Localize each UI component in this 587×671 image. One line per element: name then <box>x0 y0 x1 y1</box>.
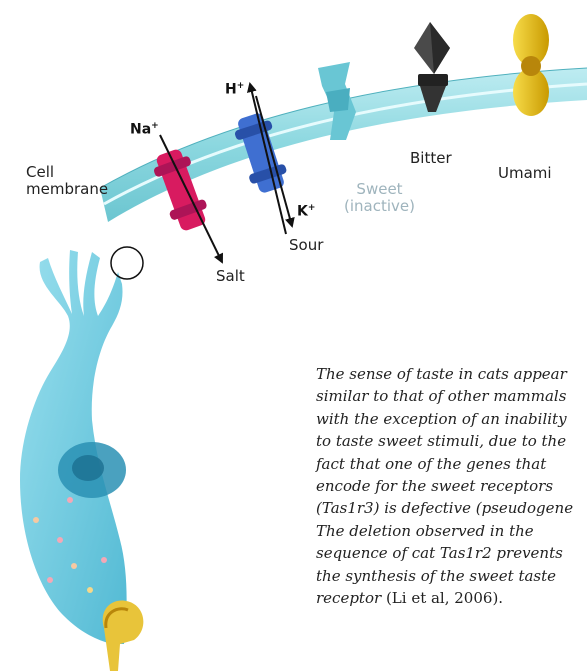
caption-line-11: receptor (Li et al, 2006). <box>316 587 587 609</box>
sweet-label-line1: Sweet <box>344 181 415 198</box>
caption-last-italic: receptor <box>316 589 381 607</box>
caption-line-4: to taste sweet stimuli, due to the <box>316 430 587 452</box>
caption-line-2: similar to that of other mammals <box>316 385 587 407</box>
umami-label: Umami <box>498 165 552 182</box>
caption-line-5: fact that one of the genes that <box>316 453 587 475</box>
microvillus-highlight-circle <box>111 247 143 279</box>
salt-label: Salt <box>216 268 245 285</box>
k-ion-label: K+ <box>297 203 315 220</box>
umami-receptor <box>513 14 549 116</box>
caption-line-10: the synthesis of the sweet taste <box>316 565 587 587</box>
cell-membrane-label-line2: membrane <box>26 181 108 198</box>
caption-line-9: sequence of cat Tas1r2 prevents <box>316 542 587 564</box>
sweet-label: Sweet (inactive) <box>344 181 415 216</box>
cell-membrane-label-line1: Cell <box>26 164 108 181</box>
caption-line-1: The sense of taste in cats appear <box>316 363 587 385</box>
caption-line-6: encode for the sweet receptors <box>316 475 587 497</box>
caption-citation: (Li et al, 2006). <box>386 589 503 607</box>
sour-label: Sour <box>289 237 323 254</box>
sweet-label-line2: (inactive) <box>344 198 415 215</box>
h-ion-symbol: H <box>225 82 237 98</box>
bitter-label: Bitter <box>410 150 452 167</box>
caption-line-8: The deletion observed in the <box>316 520 587 542</box>
cell-membrane-label: Cell membrane <box>26 164 108 199</box>
caption-line-7: (Tas1r3) is defective (pseudogene <box>316 497 587 519</box>
nerve-fiber <box>103 600 144 671</box>
caption-line-3: with the exception of an inability <box>316 408 587 430</box>
caption-text: The sense of taste in cats appear simila… <box>316 363 587 609</box>
k-ion-symbol: K <box>297 204 308 220</box>
h-ion-label: H+ <box>225 81 244 98</box>
na-ion-symbol: Na <box>130 122 151 138</box>
na-ion-label: Na+ <box>130 121 159 138</box>
taste-cell <box>20 250 127 644</box>
